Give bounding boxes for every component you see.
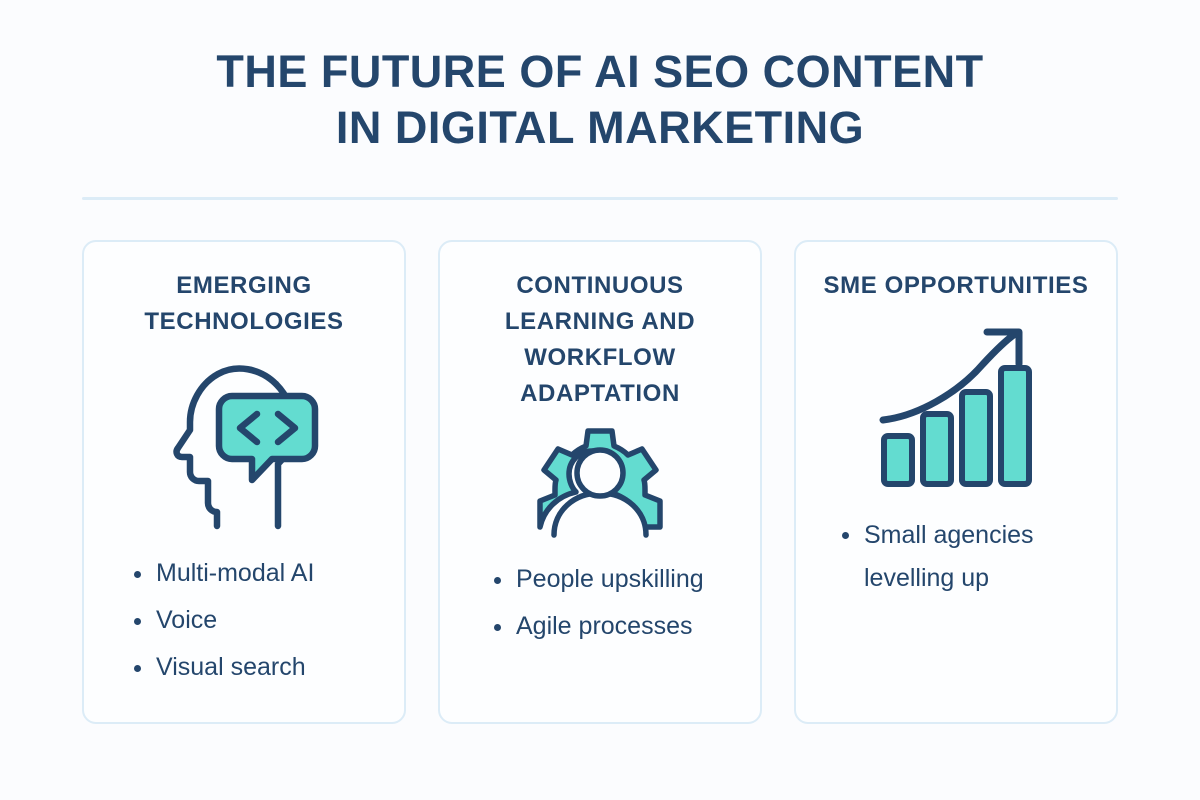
gear-person-icon	[454, 416, 746, 548]
card-title: Emerging Technologies	[144, 272, 344, 335]
header-divider	[82, 197, 1118, 200]
list-item: People upskilling	[490, 556, 746, 603]
list-item: Small agencies levelling up	[838, 514, 1102, 600]
growth-bar-chart-arrow-icon	[810, 308, 1102, 508]
page-title-line-2: In Digital Marketing	[335, 102, 865, 153]
card-bullet-list: People upskilling Agile processes	[454, 556, 746, 650]
page-title-line-1: The Future of AI SEO Content	[216, 46, 984, 97]
list-item: Visual search	[130, 644, 390, 691]
list-item: Agile processes	[490, 603, 746, 650]
card-title: Continuous Learning and Workflow Adaptat…	[504, 272, 696, 407]
card-sme-opportunities[interactable]: SME Opportunities Small agencies levelli…	[794, 240, 1118, 724]
head-code-bubble-icon	[98, 344, 390, 544]
list-item: Voice	[130, 597, 390, 644]
card-row: Emerging Technologies Multi-modal AI Voi…	[82, 240, 1118, 724]
card-title: SME Opportunities	[823, 272, 1089, 299]
card-continuous-learning[interactable]: Continuous Learning and Workflow Adaptat…	[438, 240, 762, 724]
page-title: The Future of AI SEO Content In Digital …	[0, 44, 1200, 156]
list-item: Multi-modal AI	[130, 550, 390, 597]
card-bullet-list: Small agencies levelling up	[810, 514, 1102, 600]
card-emerging-technologies[interactable]: Emerging Technologies Multi-modal AI Voi…	[82, 240, 406, 724]
card-bullet-list: Multi-modal AI Voice Visual search	[98, 550, 390, 691]
